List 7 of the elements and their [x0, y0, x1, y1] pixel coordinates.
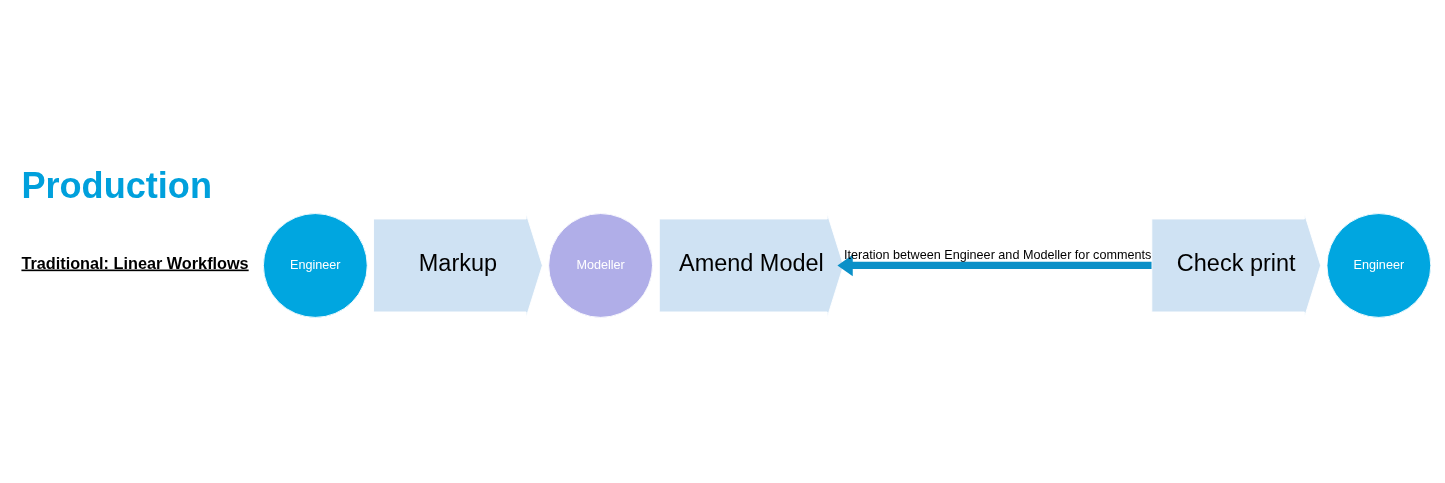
arrow	[837, 254, 1152, 276]
node-circle: Engineer	[1326, 212, 1432, 318]
edge-label: Iteration between Engineer and Modeller for comments	[843, 247, 1152, 262]
node-circle: Engineer	[262, 212, 368, 318]
diagram-title: Production	[21, 164, 212, 206]
label: Traditional: Linear Workflows	[21, 253, 249, 272]
node-circle: Modeller	[548, 212, 653, 318]
